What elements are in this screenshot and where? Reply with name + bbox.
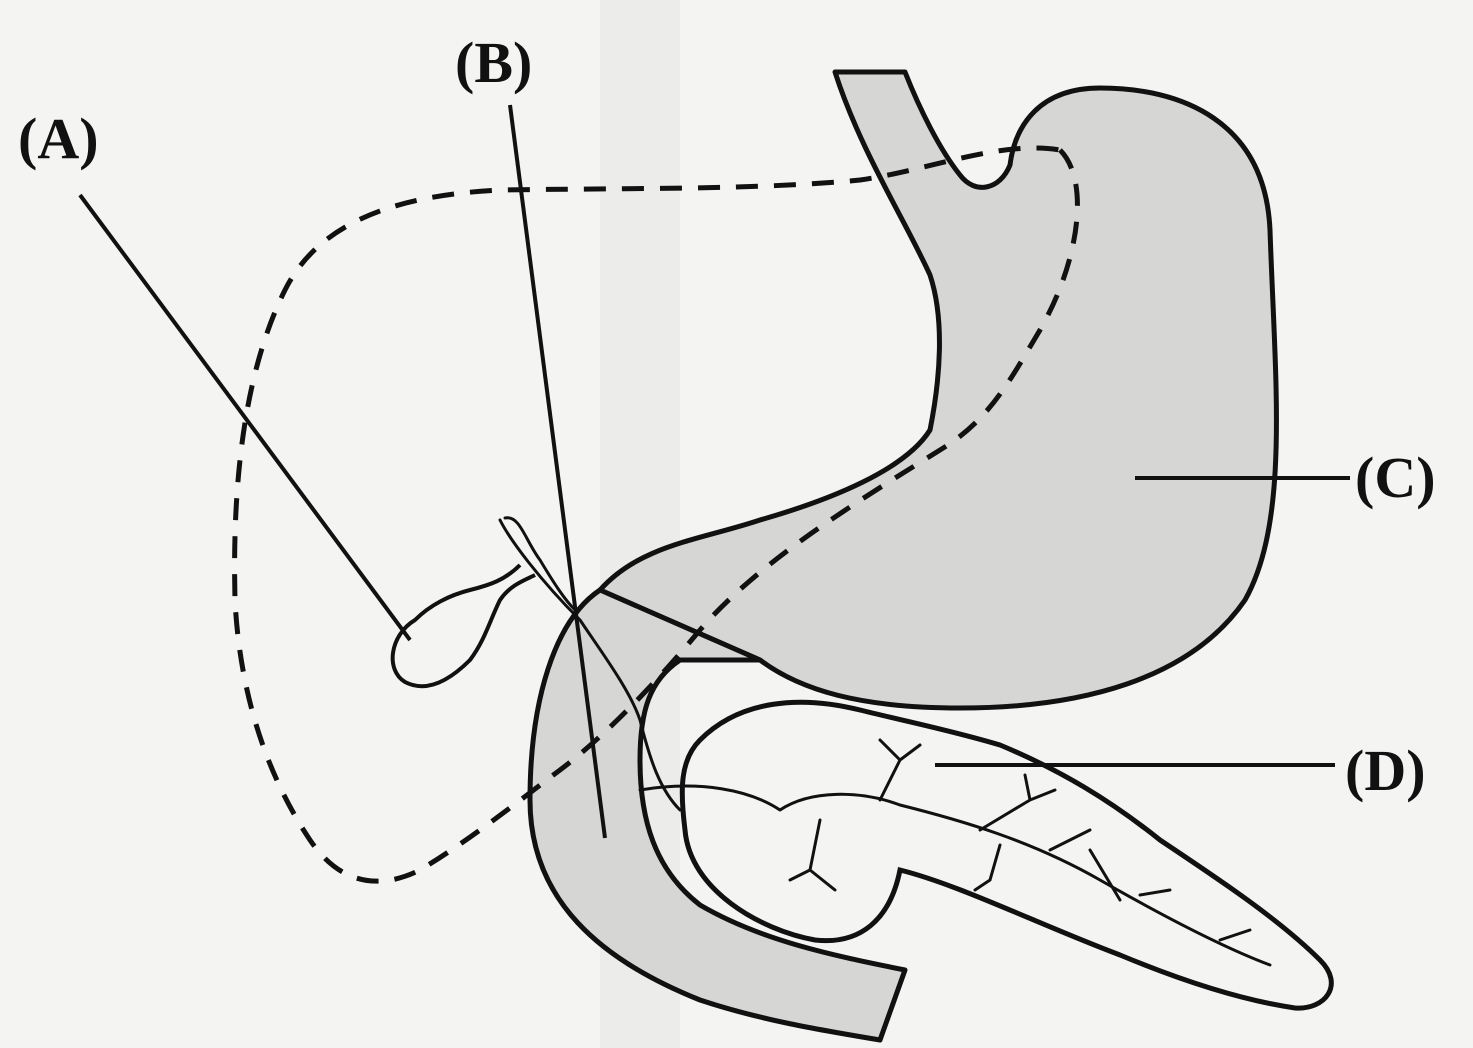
stomach: [600, 72, 1276, 708]
label-c: (C): [1355, 445, 1436, 510]
label-b: (B): [455, 30, 532, 95]
leader-line-a: [80, 195, 410, 640]
label-a: (A): [18, 106, 99, 171]
label-d: (D): [1345, 738, 1426, 803]
gallbladder: [393, 565, 535, 686]
